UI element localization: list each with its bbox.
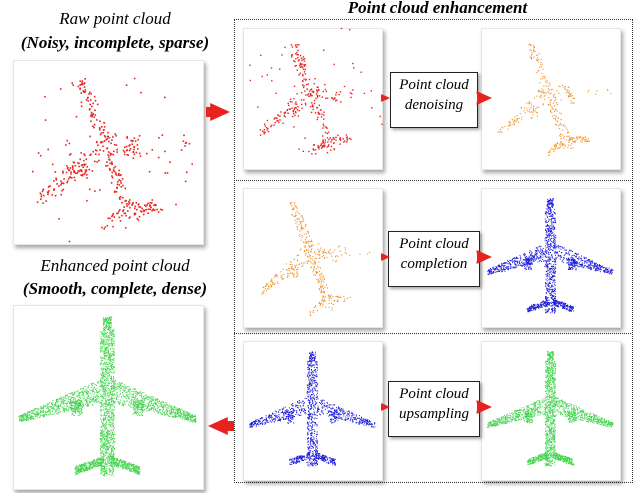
- raw-cloud-title: Raw point cloud: [59, 9, 171, 28]
- upsampling-in-arrow: [381, 403, 390, 411]
- op-denoising-box: Point cloud denoising: [390, 72, 478, 128]
- denoise-input-cloud: [249, 27, 383, 155]
- denoise-input-panel: [243, 28, 383, 170]
- op-completion-line2: completion: [400, 256, 468, 272]
- denoise-out-arrow: [476, 91, 492, 105]
- upsampling-output-cloud: [487, 351, 614, 467]
- op-denoising-line1: Point cloud: [399, 77, 469, 93]
- arrows-layer: [206, 91, 492, 435]
- enhanced-point-cloud: [18, 316, 197, 477]
- upsampling-out-arrow: [476, 400, 492, 414]
- divider-2: [234, 333, 631, 334]
- completion-output-cloud: [487, 198, 614, 314]
- denoise-output-cloud: [497, 43, 612, 157]
- completion-in-arrow: [381, 253, 390, 261]
- upsampling-input-cloud: [249, 351, 376, 467]
- enhanced-cloud-subtitle: (Smooth, complete, dense): [22, 279, 208, 298]
- raw-cloud-subtitle: (Noisy, incomplete, sparse): [20, 33, 210, 52]
- op-upsampling-line1: Point cloud: [399, 386, 469, 402]
- op-completion-line1: Point cloud: [399, 236, 469, 252]
- raw-to-enhancement-arrow: [206, 103, 230, 121]
- op-denoising-line2: denoising: [404, 97, 464, 113]
- op-upsampling-line2: upsampling: [398, 406, 469, 422]
- clouds-layer: [18, 27, 614, 477]
- divider-1: [234, 180, 631, 181]
- op-upsampling-box: Point cloud upsampling: [388, 381, 480, 437]
- completion-input-panel: [243, 188, 383, 328]
- op-completion-box: Point cloud completion: [388, 231, 480, 287]
- completion-out-arrow: [476, 250, 492, 264]
- completion-input-cloud: [261, 202, 371, 317]
- denoise-in-arrow: [381, 94, 390, 102]
- denoise-output-panel: [481, 28, 621, 170]
- enhancement-frame: [234, 19, 633, 483]
- enhanced-cloud-title: Enhanced point cloud: [40, 256, 190, 275]
- enhancement-section-title: Point cloud enhancement: [347, 0, 528, 17]
- upsampling-input-panel: [243, 341, 383, 481]
- enhancement-to-result-arrow: [208, 417, 234, 435]
- raw-point-cloud: [32, 77, 193, 243]
